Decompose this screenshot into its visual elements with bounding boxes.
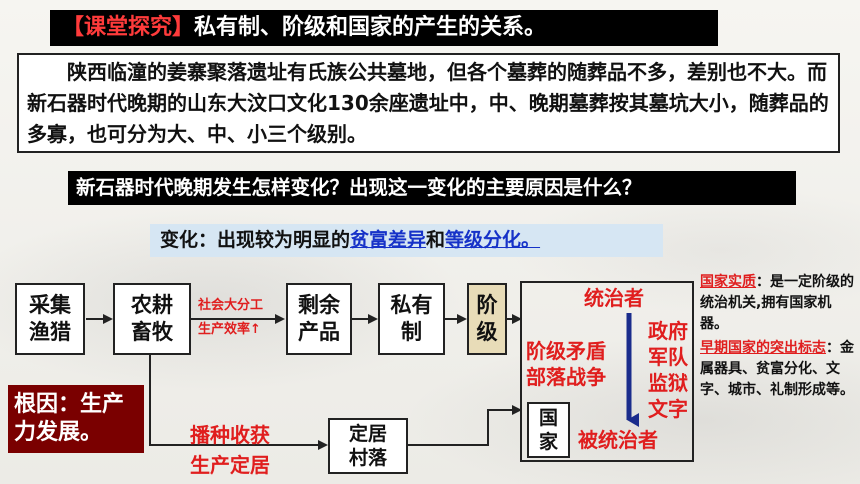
early-state-label: 早期国家的突出标志 [700,340,826,356]
source-paragraph: 陕西临潼的姜寨聚落遗址有氏族公共墓地，但各个墓葬的随葬品不多，差别也不大。而新石… [17,53,840,153]
box-farming-herding-label: 农耕 畜牧 [131,293,173,344]
box-gathering-fishing: 采集 渔猎 [15,283,85,355]
state-essence-note: 国家实质：是一定阶级的统治机关,拥有国家机器。 [700,272,855,335]
label-ruled: 被统治者 [578,428,658,452]
highlight-wealth-gap: 贫富差异 [350,229,427,251]
early-state-text: ：金属器具、贫富分化、文字、城市、礼制形成等。 [700,340,854,398]
box-private-ownership: 私有 制 [378,283,445,355]
box-settled-village: 定居 村落 [328,418,408,474]
label-state-apparatus: 政府 军队 监狱 文字 [648,319,688,421]
box-state-label: 国 家 [538,407,558,453]
box-settled-village-label: 定居 村落 [348,423,387,469]
label-sowing-harvest: 播种收获 [190,423,270,447]
state-region-border [520,281,694,462]
box-surplus-products: 剩余 产品 [286,283,352,355]
change-conjunction: 和 [426,229,446,251]
section-tag: 【课堂探究】 [62,15,195,40]
box-social-class-label: 阶 级 [476,293,498,344]
root-cause-box: 根因：生产力发展。 [8,385,144,453]
side-notes: 国家实质：是一定阶级的统治机关,拥有国家机器。 早期国家的突出标志：金属器具、贫… [700,272,855,401]
state-essence-label: 国家实质 [700,274,756,290]
line-farm-to-settlement [149,352,328,450]
label-settled-production: 生产定居 [190,453,270,477]
box-farming-herding: 农耕 畜牧 [113,283,191,355]
state-essence-text: ：是一定阶级的统治机关,拥有国家机器。 [700,274,854,332]
highlight-class-division: 等级分化。 [445,229,541,251]
change-prefix: 变化：出现较为明显的 [160,229,351,251]
section-title-bar: 【课堂探究】私有制、阶级和国家的产生的关系。 [50,10,718,46]
arrow-label-division-of-labor: 社会大分工 [198,298,264,313]
box-surplus-products-label: 剩余 产品 [298,293,340,344]
source-paragraph-text: 陕西临潼的姜寨聚落遗址有氏族公共墓地，但各个墓葬的随葬品不多，差别也不大。而新石… [27,60,829,146]
section-title: 私有制、阶级和国家的产生的关系。 [194,15,547,40]
label-class-conflict: 阶级矛盾 部落战争 [526,339,606,389]
box-private-ownership-label: 私有 制 [390,293,433,344]
change-answer: 变化：出现较为明显的贫富差异和等级分化。 [150,224,663,257]
early-state-note: 早期国家的突出标志：金属器具、贫富分化、文字、城市、礼制形成等。 [700,338,855,401]
question-bar: 新石器时代晚期发生怎样变化？出现这一变化的主要原因是什么？ [68,171,796,205]
box-state: 国 家 [527,402,570,458]
line-settlement-to-state [408,405,522,446]
box-gathering-fishing-label: 采集 渔猎 [29,293,71,344]
box-social-class: 阶 级 [467,283,507,355]
label-ruler: 统治者 [584,286,644,310]
arrow-label-productivity: 生产效率↑ [198,322,261,337]
